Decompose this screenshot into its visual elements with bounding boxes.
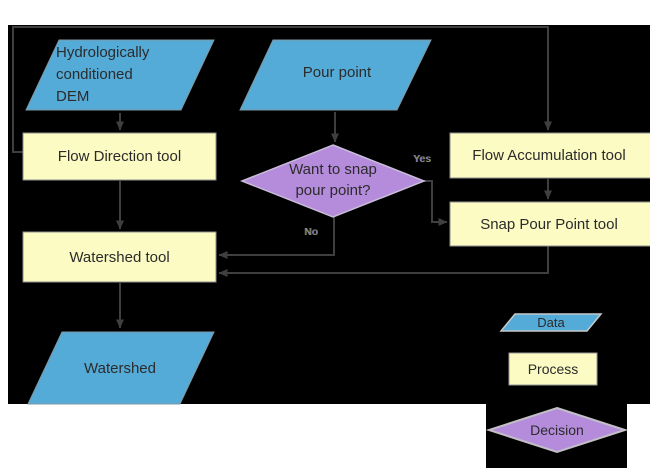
decision-label-line1: Want to snap — [289, 161, 377, 178]
edge-label-no: No — [304, 227, 318, 238]
legend-data-label: Data — [537, 314, 565, 330]
edge-decision-no-to-watershed-tool — [218, 217, 335, 259]
node-decision-label: Want to snap pour point? — [263, 159, 403, 201]
edge-label-yes: Yes — [413, 154, 431, 165]
node-flow-direction-label: Flow Direction tool — [57, 148, 182, 165]
node-dem-shape — [25, 39, 215, 111]
dem-label-line3: DEM — [56, 88, 90, 105]
dem-label-line1: Hydrologically — [56, 44, 150, 61]
node-dem-label: Hydrologically conditioned DEM — [56, 42, 149, 108]
edge-flow-direction-to-flow-accumulation — [12, 26, 552, 153]
node-flow-accumulation-label: Flow Accumulation tool — [472, 147, 626, 164]
node-snap-pour-point-label: Snap Pour Point tool — [480, 215, 618, 233]
legend-data-shape — [499, 313, 603, 332]
node-decision-shape — [239, 144, 427, 218]
connector-group — [12, 26, 552, 329]
node-watershed-tool-shape — [22, 231, 217, 283]
legend-decision-label: Decision — [530, 422, 584, 438]
edge-decision-yes-to-snap-pour-point — [424, 180, 448, 226]
node-flow-accumulation-shape — [449, 132, 650, 179]
node-flow-direction-shape — [22, 132, 217, 181]
legend-process-shape — [508, 352, 598, 386]
node-watershed-label: Watershed — [84, 359, 156, 377]
decision-label-line2: pour point? — [295, 182, 371, 199]
legend-process-label: Process — [527, 361, 579, 377]
node-watershed-shape — [27, 331, 215, 405]
node-pour-point-shape — [239, 39, 432, 111]
legend-decision-shape — [485, 406, 629, 454]
edge-snap-pour-point-to-watershed-tool — [218, 246, 549, 277]
node-watershed-tool-label: Watershed tool — [69, 248, 170, 266]
node-snap-pour-point-shape — [449, 201, 650, 247]
dem-label-line2: conditioned — [56, 66, 133, 83]
node-pour-point-label: Pour point — [302, 64, 372, 81]
